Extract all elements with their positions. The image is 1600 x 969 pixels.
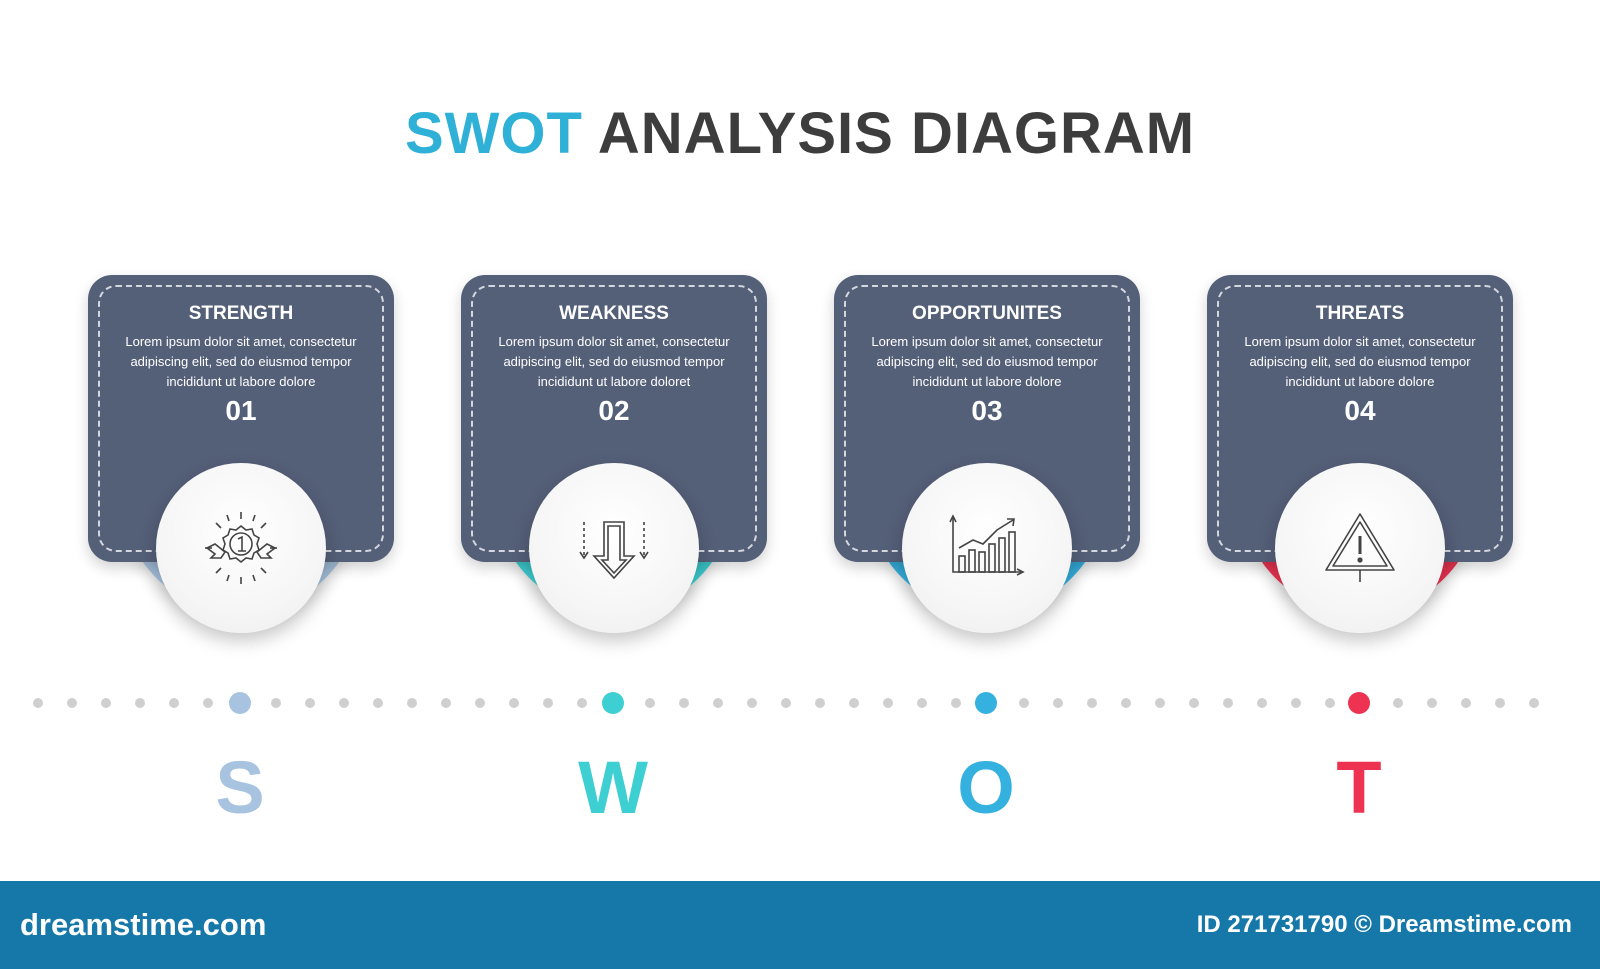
timeline-dot — [883, 698, 893, 708]
title-accent: SWOT — [404, 101, 583, 166]
timeline-dot — [645, 698, 655, 708]
card-title: OPPORTUNITES — [912, 303, 1062, 324]
timeline-dot — [849, 698, 859, 708]
timeline-dot — [1053, 698, 1063, 708]
icon-circle — [529, 463, 699, 633]
timeline-dot — [1291, 698, 1301, 708]
timeline-dot — [509, 698, 519, 708]
footer-image-id: ID 271731790 © Dreamstime.com — [1196, 911, 1572, 938]
timeline-marker-w — [602, 692, 624, 714]
timeline-dot — [815, 698, 825, 708]
timeline-dot — [475, 698, 485, 708]
card-panel: OPPORTUNITES Lorem ipsum dolor sit amet,… — [834, 275, 1140, 562]
card-text: Lorem ipsum dolor sit amet, consectetur … — [1244, 334, 1476, 389]
icon-circle — [1275, 463, 1445, 633]
card-number: 02 — [598, 395, 630, 426]
card-title: THREATS — [1315, 303, 1405, 324]
timeline-marker-t — [1348, 692, 1370, 714]
timeline-dot — [101, 698, 111, 708]
timeline-dot — [1019, 698, 1029, 708]
timeline-dot — [169, 698, 179, 708]
timeline-dot — [679, 698, 689, 708]
footer-bar: dreamstime.com ID 271731790 © Dreamstime… — [0, 881, 1600, 969]
timeline-dot — [67, 698, 77, 708]
swot-card-threats: THREATS Lorem ipsum dolor sit amet, cons… — [1207, 275, 1513, 675]
timeline-dot — [1529, 698, 1539, 708]
timeline-dot — [271, 698, 281, 708]
timeline-dot — [1325, 698, 1335, 708]
timeline-marker-s — [229, 692, 251, 714]
timeline-dot — [1155, 698, 1165, 708]
timeline-dot — [1257, 698, 1267, 708]
icon-circle — [902, 463, 1072, 633]
timeline-dot — [1189, 698, 1199, 708]
swot-letter-t: T — [1336, 746, 1382, 829]
growth-chart-icon — [949, 514, 1025, 576]
timeline-dot — [203, 698, 213, 708]
timeline-dot — [1121, 698, 1131, 708]
timeline-dot — [1087, 698, 1097, 708]
timeline-dot — [441, 698, 451, 708]
card-text: Lorem ipsum dolor sit amet, consectetur … — [125, 334, 357, 389]
title-rest: ANALYSIS DIAGRAM — [597, 101, 1196, 166]
timeline-dot — [713, 698, 723, 708]
timeline-dot — [407, 698, 417, 708]
swot-card-opportunities: OPPORTUNITES Lorem ipsum dolor sit amet,… — [834, 275, 1140, 675]
card-text: Lorem ipsum dolor sit amet, consectetur … — [498, 334, 730, 389]
down-arrow-icon — [579, 521, 649, 580]
card-title: STRENGTH — [188, 303, 294, 324]
timeline-dot — [747, 698, 757, 708]
timeline-dot — [951, 698, 961, 708]
timeline-dot — [1495, 698, 1505, 708]
card-number: 01 — [225, 395, 257, 426]
timeline-dot — [305, 698, 315, 708]
warning-sign-icon — [1325, 513, 1395, 582]
timeline-dot — [781, 698, 791, 708]
timeline-dot — [33, 698, 43, 708]
timeline-dot — [339, 698, 349, 708]
timeline-dot — [1427, 698, 1437, 708]
timeline-dot — [917, 698, 927, 708]
timeline-dot — [135, 698, 145, 708]
timeline-marker-o — [975, 692, 997, 714]
swot-card-strength: STRENGTH Lorem ipsum dolor sit amet, con… — [88, 275, 394, 675]
icon-circle — [156, 463, 326, 633]
award-medal-icon — [205, 512, 277, 584]
page-title: SWOT ANALYSIS DIAGRAM — [0, 100, 1600, 167]
card-number: 04 — [1344, 395, 1376, 426]
timeline-dot — [543, 698, 553, 708]
timeline-dots — [33, 692, 1539, 714]
timeline-dot — [577, 698, 587, 708]
swot-card-weakness: WEAKNESS Lorem ipsum dolor sit amet, con… — [461, 275, 767, 675]
swot-letter-w: W — [578, 746, 648, 829]
footer-brand: dreamstime.com — [20, 907, 267, 942]
card-text: Lorem ipsum dolor sit amet, consectetur … — [871, 334, 1103, 389]
swot-letter-s: S — [215, 746, 265, 829]
card-title: WEAKNESS — [559, 303, 669, 324]
timeline-dot — [1223, 698, 1233, 708]
timeline-dot — [1461, 698, 1471, 708]
timeline-dot — [373, 698, 383, 708]
swot-letter-o: O — [957, 746, 1015, 829]
timeline-dot — [1393, 698, 1403, 708]
card-number: 03 — [971, 395, 1003, 426]
